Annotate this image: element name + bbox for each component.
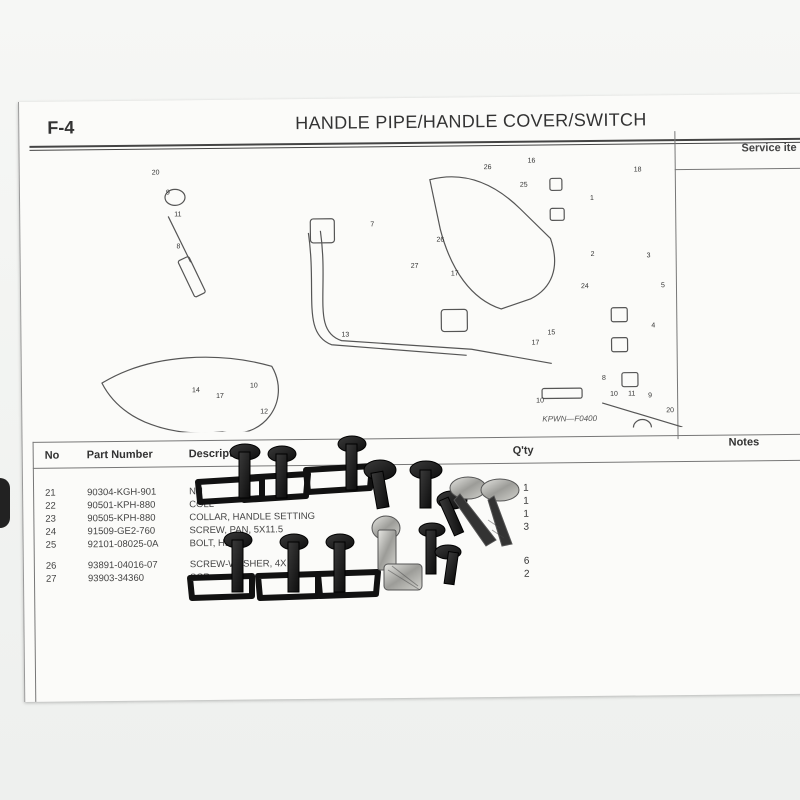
handle-cover-front [101, 356, 279, 434]
col-notes-header: Notes [728, 436, 760, 449]
handle-cover-rear [429, 176, 556, 310]
svg-text:17: 17 [451, 270, 459, 277]
svg-text:7: 7 [370, 221, 374, 228]
row-qty: 2 [523, 568, 530, 580]
exploded-parts-diagram: 20 9 11 8 10 17 12 6 14 7 13 26 27 17 26… [101, 158, 683, 434]
col-no-header: No [44, 449, 60, 462]
col-qty-header: Q'ty [512, 444, 534, 457]
svg-text:16: 16 [528, 158, 536, 165]
row-part-number: 90501-KPH-880 [87, 499, 156, 512]
row-no: 25 [45, 539, 57, 551]
svg-text:8: 8 [176, 243, 180, 250]
row-no: 26 [45, 560, 57, 572]
row-description: SCR [189, 572, 211, 584]
svg-text:10: 10 [610, 391, 618, 398]
svg-text:15: 15 [547, 329, 555, 336]
col-description-header: Descript [188, 447, 233, 461]
svg-text:17: 17 [532, 340, 540, 347]
row-part-number: 90304-KGH-901 [87, 486, 157, 499]
handle-pipe [319, 230, 552, 365]
svg-text:26: 26 [484, 164, 492, 171]
svg-text:11: 11 [628, 391, 635, 398]
row-no: 23 [45, 513, 57, 525]
svg-text:12: 12 [260, 408, 268, 415]
row-part-number: 91509-GE2-760 [87, 525, 156, 538]
row-no: 22 [45, 500, 56, 512]
svg-text:4: 4 [651, 322, 655, 329]
svg-text:11: 11 [174, 211, 181, 218]
diagram-code: KPWN—F0400 [542, 413, 598, 424]
row-no: 24 [45, 526, 57, 538]
svg-text:17: 17 [216, 393, 224, 400]
svg-text:13: 13 [341, 332, 349, 339]
svg-text:2: 2 [591, 251, 595, 258]
svg-text:18: 18 [634, 166, 642, 173]
svg-text:9: 9 [166, 189, 170, 196]
parts-catalog-page: F-4 HANDLE PIPE/HANDLE COVER/SWITCH Serv… [18, 93, 800, 702]
row-part-number: 90505-KPH-880 [87, 512, 156, 525]
row-description: SCREW, PAN, 5X11.5 [189, 524, 284, 537]
table-top-rule [32, 433, 800, 443]
table-left-border [32, 441, 37, 702]
svg-text:3: 3 [647, 252, 651, 259]
svg-text:26: 26 [436, 237, 444, 244]
svg-text:20: 20 [666, 407, 674, 414]
table-header-rule [32, 459, 800, 469]
svg-text:25: 25 [520, 182, 528, 189]
svg-text:1: 1 [590, 195, 594, 202]
row-qty: 6 [523, 555, 530, 567]
row-part-number: 92101-08025-0A [87, 538, 159, 551]
service-info-label: Service ite [741, 141, 797, 155]
row-no: 27 [45, 573, 57, 585]
svg-text:24: 24 [581, 283, 589, 290]
dark-object-edge [0, 478, 10, 528]
row-qty: 3 [523, 521, 530, 533]
svg-text:6: 6 [286, 432, 290, 433]
row-qty: 1 [523, 482, 529, 494]
svg-text:8: 8 [602, 375, 606, 382]
row-description: NU [189, 486, 203, 498]
row-qty: 1 [523, 508, 529, 520]
row-part-number: 93903-34360 [87, 572, 145, 585]
row-description: SCREW-WASHER, 4X [189, 558, 287, 571]
figure-id: F-4 [47, 117, 75, 138]
row-no: 21 [45, 487, 56, 499]
row-part-number: 93891-04016-07 [87, 559, 158, 572]
svg-text:27: 27 [411, 263, 419, 270]
row-qty: 1 [523, 495, 529, 507]
row-description: COLL [189, 498, 215, 511]
svg-text:5: 5 [661, 282, 665, 289]
row-description: BOLT, HE 25 [189, 537, 245, 550]
svg-text:10: 10 [250, 383, 258, 390]
callout-label: 20 [152, 170, 160, 177]
svg-text:10: 10 [536, 398, 544, 405]
svg-text:9: 9 [648, 392, 652, 399]
figure-title: HANDLE PIPE/HANDLE COVER/SWITCH [295, 109, 647, 134]
svg-text:14: 14 [192, 387, 200, 394]
col-part-number-header: Part Number [86, 448, 153, 462]
row-description: COLLAR, HANDLE SETTING [189, 510, 316, 524]
